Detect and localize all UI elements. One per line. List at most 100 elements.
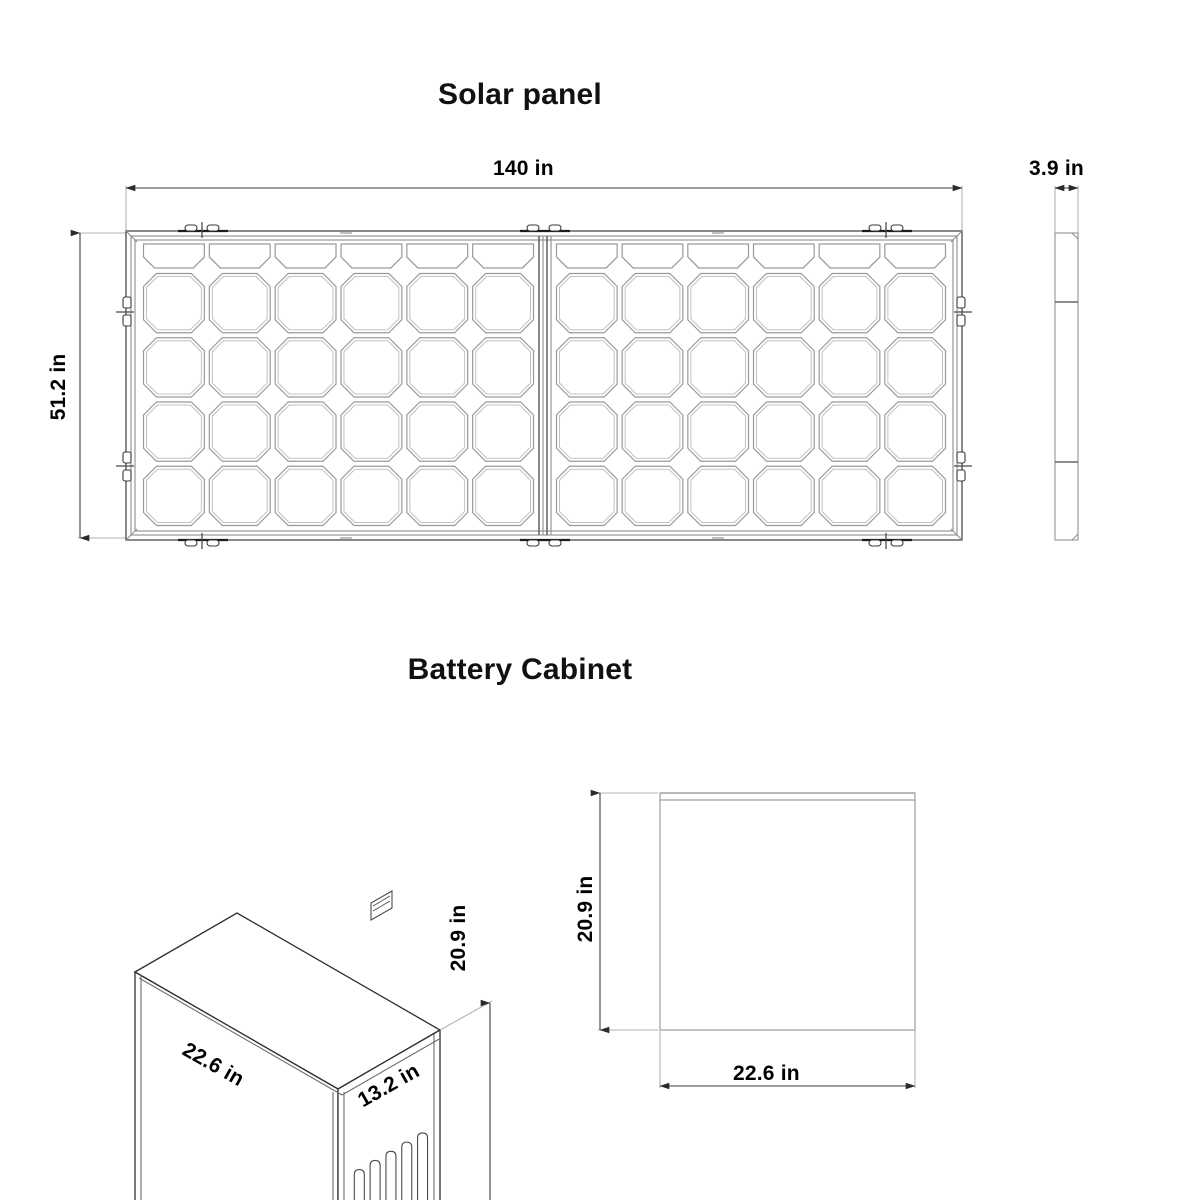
cabinet-height-iso-dimension — [439, 999, 500, 1200]
solar-cell — [142, 465, 205, 527]
solar-cell-inner — [211, 275, 268, 331]
solar-cell-inner — [756, 404, 812, 459]
solar-cell-inner — [624, 468, 681, 523]
solar-cell — [208, 337, 271, 398]
solar-cell-inner — [559, 275, 615, 331]
solar-cell-inner — [756, 468, 812, 523]
solar-cell — [274, 465, 337, 527]
solar-cell — [472, 337, 535, 398]
solar-cell-inner — [887, 340, 943, 395]
solar-cell — [472, 272, 535, 334]
solar-cell-inner — [756, 275, 812, 331]
cabinet-latch-icon — [370, 890, 393, 921]
vent-slot — [385, 1150, 397, 1200]
solar-mounting-hardware — [178, 222, 912, 549]
solar-cell-inner — [624, 275, 681, 331]
solar-cell — [208, 243, 271, 269]
solar-cell — [555, 465, 618, 527]
solar-cell — [752, 243, 815, 269]
cabinet-height-iso-label: 20.9 in — [447, 904, 470, 972]
cabinet-front-view — [590, 789, 916, 1090]
solar-depth-label: 3.9 in — [1029, 157, 1084, 180]
solar-cell — [884, 272, 947, 334]
solar-cell-inner — [690, 404, 746, 459]
solar-side-clips — [116, 296, 972, 482]
solar-cell — [818, 337, 881, 398]
solar-cell-inner — [690, 275, 746, 331]
battery-cabinet-drawing — [133, 789, 916, 1200]
solar-cell-inner — [690, 340, 746, 395]
cabinet-height-front-label: 20.9 in — [574, 875, 597, 943]
solar-cell — [406, 337, 469, 398]
solar-cell — [621, 337, 684, 398]
solar-cell — [208, 272, 271, 334]
solar-width-dimension — [125, 184, 963, 236]
solar-cell-inner — [343, 340, 400, 395]
solar-cell — [687, 272, 750, 334]
solar-cell — [406, 401, 469, 462]
vent-slot — [401, 1141, 413, 1200]
solar-cell — [555, 337, 618, 398]
vent-slot — [353, 1169, 365, 1200]
solar-cell-inner — [821, 468, 878, 523]
solar-cell-inner — [475, 340, 531, 395]
solar-cell — [142, 243, 205, 269]
solar-cell-inner — [277, 275, 334, 331]
solar-cell — [208, 465, 271, 527]
solar-cell-inner — [343, 275, 400, 331]
solar-cell-inner — [409, 468, 466, 523]
solar-cell — [472, 243, 535, 269]
solar-cell-inner — [475, 275, 531, 331]
solar-cell — [340, 243, 403, 269]
cabinet-isometric-view — [133, 890, 500, 1200]
solar-cell — [687, 465, 750, 527]
solar-cell — [818, 465, 881, 527]
solar-cell — [884, 401, 947, 462]
solar-cell-inner — [821, 404, 878, 459]
solar-cell-inner — [343, 404, 400, 459]
cabinet-width-front-dimension — [659, 1030, 916, 1090]
solar-cell-inner — [887, 404, 943, 459]
solar-cell — [406, 272, 469, 334]
solar-cell-inner — [559, 404, 615, 459]
solar-panel-drawing — [70, 184, 1079, 549]
solar-height-dimension — [70, 229, 132, 542]
solar-cell-inner — [887, 468, 943, 523]
solar-cell — [621, 465, 684, 527]
solar-cell — [752, 465, 815, 527]
solar-cell-inner — [146, 275, 202, 331]
solar-height-label: 51.2 in — [47, 353, 70, 421]
solar-cell-inner — [146, 468, 202, 523]
cabinet-height-front-dimension — [590, 789, 658, 1034]
solar-cell-inner — [409, 404, 466, 459]
solar-cell-inner — [690, 468, 746, 523]
solar-cell-inner — [277, 468, 334, 523]
solar-cell — [340, 337, 403, 398]
solar-cell — [142, 272, 205, 334]
solar-cell-inner — [559, 340, 615, 395]
solar-cell-inner — [756, 340, 812, 395]
solar-cell — [406, 465, 469, 527]
cabinet-vent-slots — [353, 1132, 429, 1200]
solar-cell — [555, 272, 618, 334]
cabinet-width-front-label: 22.6 in — [733, 1062, 800, 1085]
solar-cell-inner — [211, 340, 268, 395]
solar-cell-inner — [475, 404, 531, 459]
solar-cell — [472, 401, 535, 462]
solar-cell-inner — [475, 468, 531, 523]
solar-cell — [274, 272, 337, 334]
solar-cell — [274, 243, 337, 269]
solar-cell-inner — [624, 404, 681, 459]
solar-cell — [818, 401, 881, 462]
solar-cell — [274, 337, 337, 398]
solar-cell — [687, 337, 750, 398]
solar-cell — [818, 272, 881, 334]
solar-cell — [340, 465, 403, 527]
solar-cell — [472, 465, 535, 527]
solar-cell-inner — [409, 340, 466, 395]
solar-cell — [340, 401, 403, 462]
solar-cell — [621, 401, 684, 462]
solar-panel-title: Solar panel — [438, 78, 602, 111]
vent-slot — [369, 1159, 381, 1200]
